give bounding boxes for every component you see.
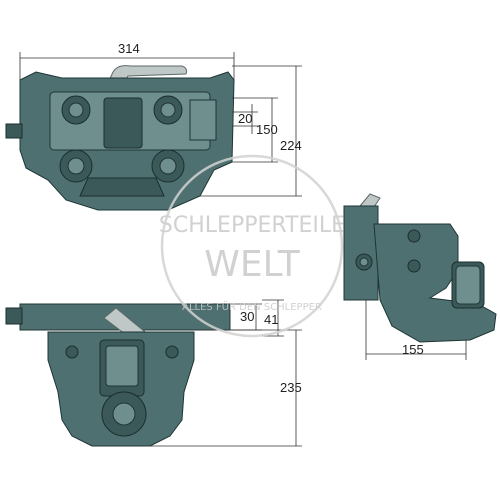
watermark-line1: SCHLEPPERTEILE	[159, 213, 345, 238]
side-view	[343, 193, 497, 343]
dim-224: 224	[280, 138, 302, 153]
dim-30: 30	[240, 309, 254, 324]
dim-235: 235	[280, 380, 302, 395]
dim-150: 150	[256, 122, 278, 137]
watermark-line3: ALLES FÜR DEN SCHLEPPER	[182, 300, 322, 313]
dim-155: 155	[402, 342, 424, 357]
dim-41: 41	[264, 312, 278, 327]
top-view	[5, 65, 235, 211]
top-view-dimensions: 314 224 150 20	[19, 41, 302, 197]
side-view-dimensions: 155	[365, 300, 467, 360]
watermark: SCHLEPPERTEILE WELT ALLES FÜR DEN SCHLEP…	[159, 154, 345, 338]
dim-20: 20	[238, 111, 252, 126]
watermark-line2: WELT	[204, 244, 300, 285]
front-view	[5, 303, 231, 447]
watermark-circle-icon	[160, 154, 344, 338]
dim-width-top: 314	[118, 41, 140, 56]
